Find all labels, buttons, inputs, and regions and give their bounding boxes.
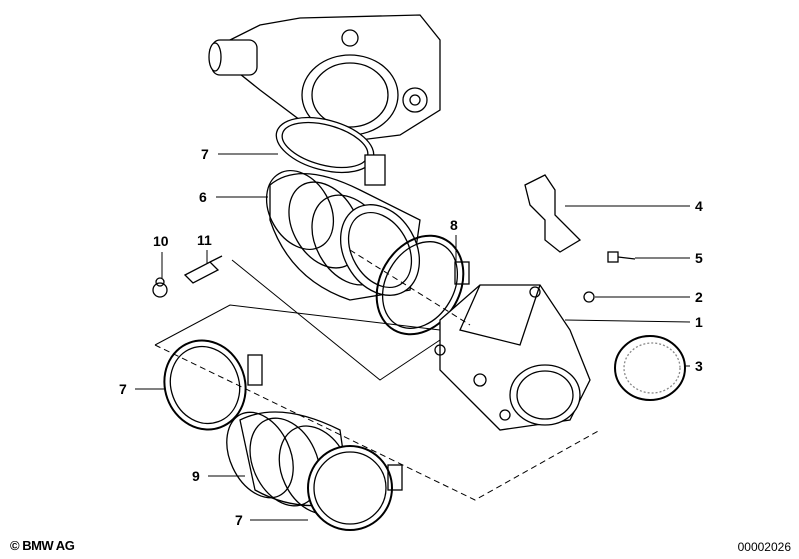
copyright-label: © BMW AG — [10, 538, 75, 553]
rubber-boot — [265, 170, 421, 301]
callout-7-lower-clamp: 7 — [119, 381, 127, 397]
callout-9: 9 — [192, 468, 200, 484]
leader-lines — [135, 153, 691, 521]
callout-11: 11 — [197, 232, 212, 248]
document-number: 00002026 — [737, 540, 791, 554]
callout-5: 5 — [695, 250, 703, 266]
screw-part-5 — [607, 251, 636, 263]
callout-1: 1 — [695, 314, 703, 330]
lower-clamp-upper — [163, 339, 263, 431]
sensor-part-10 — [152, 277, 168, 298]
bracket-part-4 — [524, 174, 582, 253]
callout-4: 4 — [695, 198, 703, 214]
callout-8: 8 — [450, 217, 458, 233]
assembly-guide-lines — [154, 249, 601, 501]
sensor-part-11 — [183, 255, 223, 284]
callout-10: 10 — [153, 233, 169, 249]
callout-2: 2 — [695, 289, 703, 305]
callout-3: 3 — [695, 358, 703, 374]
nut-part-2 — [583, 291, 595, 303]
callout-6-rubber-boot: 6 — [199, 189, 207, 205]
lower-clamp-bottom — [307, 445, 403, 531]
callout-7-upper-clamp: 7 — [201, 146, 209, 162]
seal-ring-part-3 — [614, 335, 686, 401]
air-mass-meter — [434, 284, 591, 431]
upper-hose-clamp — [275, 116, 386, 186]
callout-7-bottom-clamp: 7 — [235, 512, 243, 528]
